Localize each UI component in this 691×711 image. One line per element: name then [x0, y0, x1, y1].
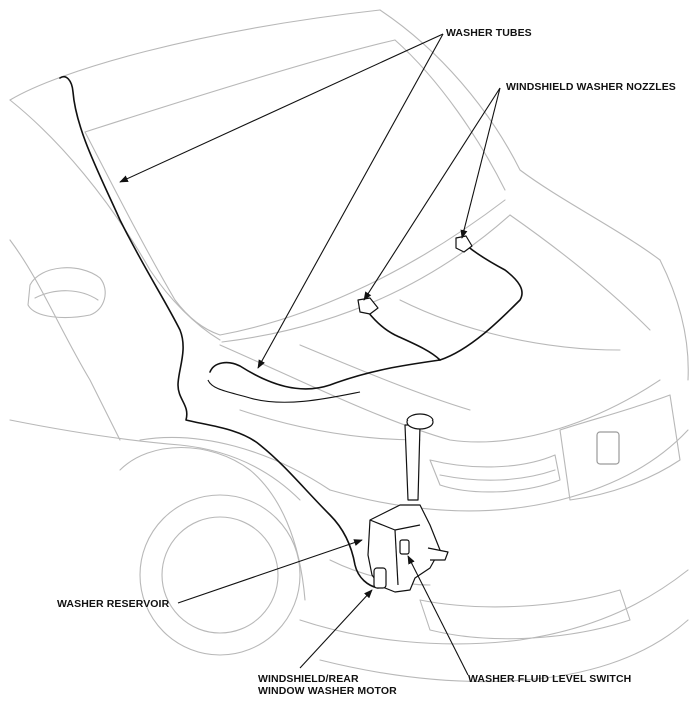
reservoir-bracket [427, 547, 449, 561]
hood-center [399, 299, 621, 351]
label-windshield-washer-nozzles: WINDSHIELD WASHER NOZZLES [506, 81, 676, 93]
leader-nozzles-1 [363, 87, 501, 301]
windshield-right-edge [394, 39, 506, 191]
filler-cap-top [406, 413, 434, 421]
headlight-strip [439, 469, 556, 481]
leader-motor [299, 589, 373, 669]
car-body-outline [9, 9, 689, 683]
leader-level-switch [407, 555, 469, 676]
label-washer-reservoir: WASHER RESERVOIR [57, 598, 170, 610]
a-pillar-left-inner [84, 131, 221, 336]
lower-grille [419, 589, 631, 640]
leader-nozzles-2 [460, 87, 501, 239]
engine-bay-line [239, 409, 421, 441]
headlight [429, 454, 561, 493]
side-body [9, 419, 301, 501]
hood-crease-left [299, 344, 471, 411]
tire-outer [139, 494, 301, 656]
washer-tube-routing [59, 76, 523, 589]
leader-reservoir [177, 539, 363, 604]
right-washer-nozzle [455, 235, 473, 253]
bumper-lower [299, 569, 689, 645]
nozzles [357, 235, 473, 315]
filler-neck [404, 424, 421, 501]
hood-washer-tube [209, 244, 523, 390]
rear-washer-tube [59, 76, 379, 589]
label-washer-motor-line1: WINDSHIELD/REAR [258, 673, 359, 685]
tire-inner [161, 516, 279, 634]
hood-tube-branch [367, 311, 441, 361]
hood-tube-outline [207, 379, 361, 403]
reservoir-side [394, 529, 399, 586]
emblem [596, 431, 620, 465]
left-washer-nozzle [357, 297, 379, 315]
leader-washer-tubes-2 [257, 33, 444, 369]
grille-outline [559, 394, 681, 501]
roof-edge [9, 9, 381, 101]
bumper-upper [329, 429, 689, 512]
washer-motor [373, 567, 387, 589]
windshield-top [84, 39, 396, 133]
bumper-bottom [319, 619, 689, 683]
label-washer-fluid-level-switch: WASHER FLUID LEVEL SWITCH [468, 673, 632, 685]
mirror-outer [27, 267, 106, 319]
level-switch [399, 539, 410, 555]
fender-arch [119, 447, 306, 601]
a-pillar-left [9, 99, 221, 341]
label-washer-motor-line2: WINDOW WASHER MOTOR [258, 685, 397, 697]
leader-washer-tubes-1 [119, 33, 444, 183]
cowl-line [221, 214, 511, 343]
door-line [9, 239, 121, 441]
washer-reservoir-assembly [367, 413, 449, 593]
mirror-inner [34, 290, 99, 301]
leader-lines [119, 33, 501, 676]
a-pillar-right [379, 9, 661, 261]
label-washer-tubes: WASHER TUBES [446, 27, 532, 39]
hood-front-edge [219, 344, 661, 443]
fender-top [139, 436, 331, 491]
hood-crease-right [509, 214, 651, 331]
fender-right [659, 259, 689, 381]
windshield-bottom [219, 199, 506, 336]
